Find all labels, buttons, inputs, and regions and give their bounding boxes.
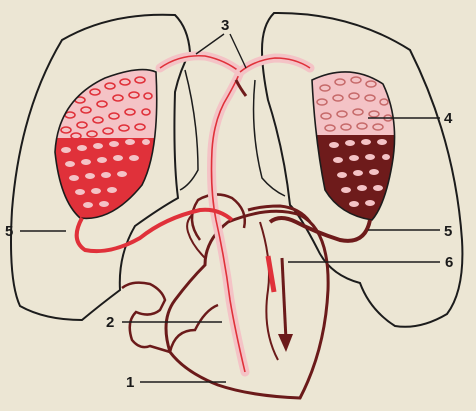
pulmonary-trunk [187,215,205,258]
leader-3a [196,34,224,54]
ventricle-arrowhead [278,334,293,352]
label-vessel-6: 6 [445,254,453,271]
ventricle-arrow [282,258,286,340]
label-vessel-main: 2 [106,314,114,331]
label-pulmonary-vein-right: 5 [444,223,452,240]
label-trachea-bronchi: 3 [221,17,229,34]
label-pulmonary-vein-left: 5 [5,223,13,240]
right-lobe-contour [254,80,285,196]
left-alveolar-sac [50,70,170,228]
right-alveolar-sac [305,72,405,225]
vena-cava [122,283,170,352]
left-lobe-contour [180,70,198,190]
label-heart: 1 [126,374,134,391]
label-alveoli-right: 4 [444,110,453,127]
right-ventricle-wall [170,305,218,352]
